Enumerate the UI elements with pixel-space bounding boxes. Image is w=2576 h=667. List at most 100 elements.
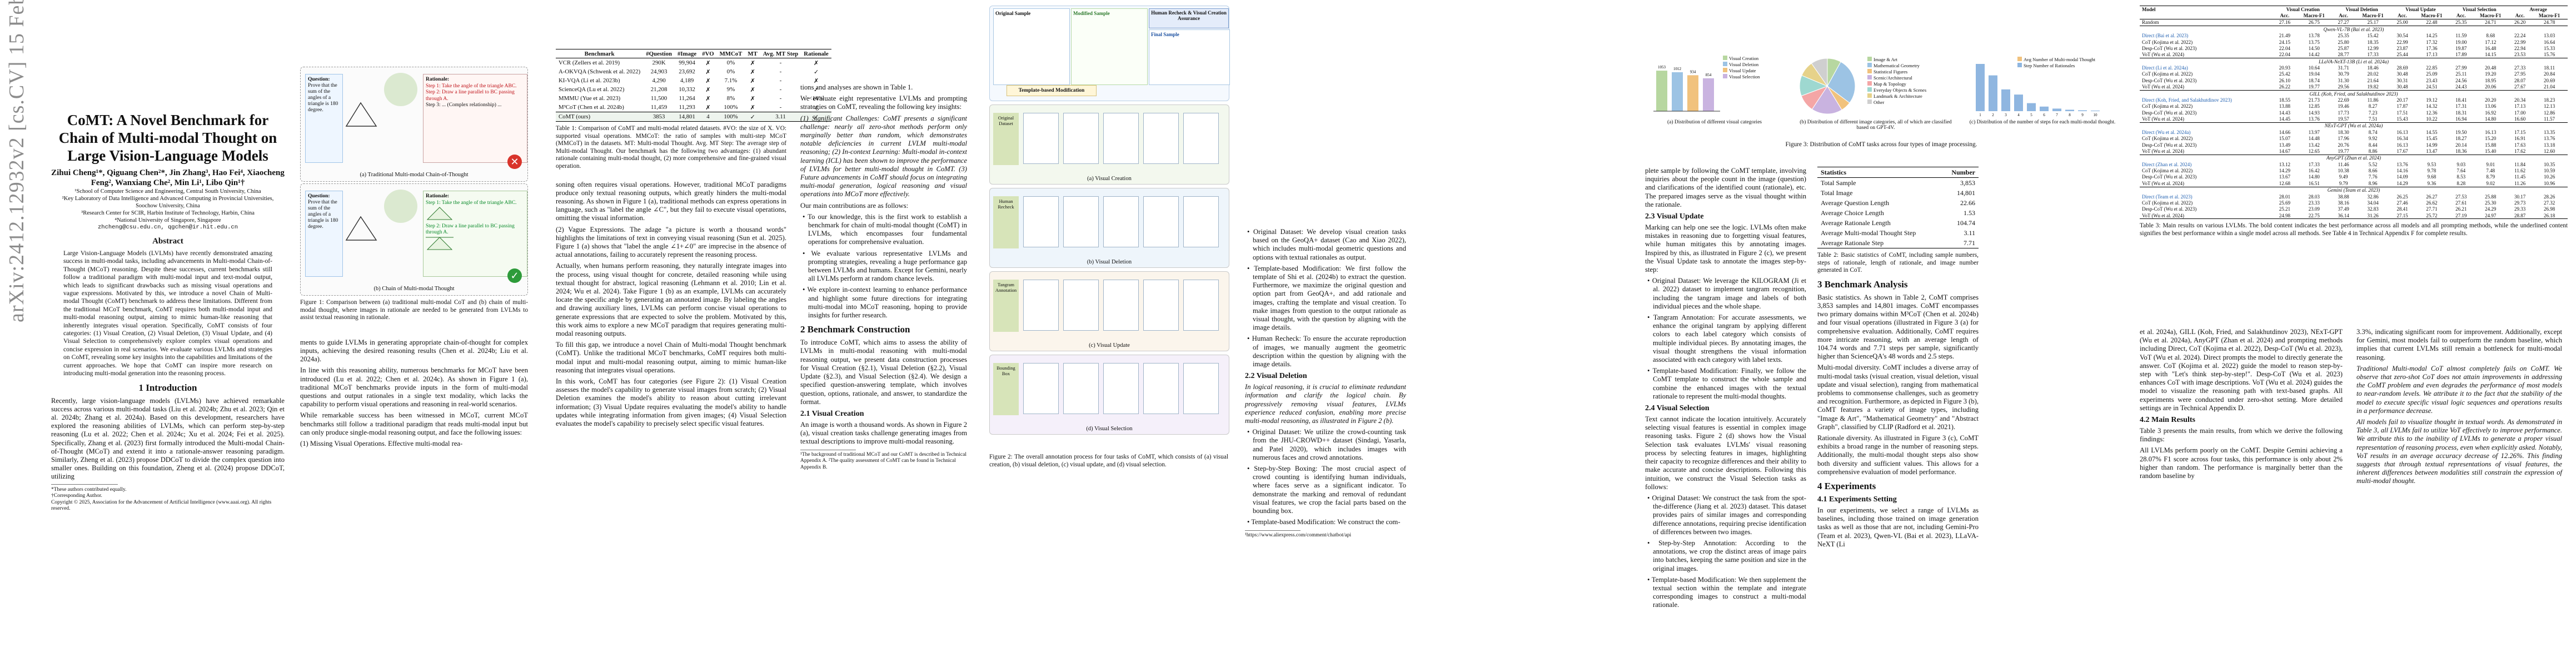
chart-tick-label: 4 [2017, 113, 2020, 117]
table-group-row: LLaVA-NeXT-13B (Li et al. 2024a) [2140, 58, 2568, 65]
table-cell: 11.46 [2338, 161, 2349, 167]
rationale-step-1: Step 1: Take the angle of the triangle A… [426, 83, 517, 89]
paper-title: CoMT: A Novel Benchmark for Chain of Mul… [58, 112, 277, 164]
page3-col-b: plete sample by following the CoMT templ… [1645, 167, 1806, 613]
figure-1: Question: Prove that the sum of the angl… [300, 67, 528, 451]
table-cell: 18.11 [2544, 65, 2555, 71]
table-cell: CoT (Kojima et al. 2022) [2142, 168, 2193, 174]
chart-tick-label: 1 [1979, 113, 1981, 117]
footnote-col4: ¹The background of traditional MCoT and … [800, 451, 966, 470]
chart-bar [1703, 78, 1714, 111]
table-cell: 13.12 [2279, 161, 2290, 167]
table-cell: ✓ [813, 68, 819, 76]
table-cell: 28.03 [2308, 193, 2320, 200]
page1-col2-para-3: While remarkable success has been witnes… [300, 411, 528, 436]
analysis-heading: 3 Benchmark Analysis [1817, 278, 1908, 290]
page4-top: Model Visual Creation Visual Deletion Vi… [2140, 6, 2568, 238]
table-cell: ✗ [750, 95, 755, 102]
table-cell: 19.77 [2308, 84, 2320, 90]
table-cell: 22.04 [2279, 45, 2290, 51]
table-group-label: LLaVA-NeXT-13B (Li et al. 2024a) [2140, 58, 2568, 65]
table-cell: 17.13 [2514, 103, 2526, 109]
table-cell: 23.09 [2308, 206, 2320, 212]
t3-group-header: Visual Creation [2286, 6, 2320, 12]
table-cell: ✗ [750, 86, 755, 93]
table-cell: 19.04 [2308, 71, 2320, 77]
table-cell: Desp-CoT (Wu et al. 2023) [2142, 109, 2197, 116]
page2-right-column: tions and analyses are shown in Table 1.… [800, 83, 967, 471]
table-cell: 11.84 [2514, 161, 2526, 167]
table-cell: 18.23 [2543, 97, 2555, 103]
table-cell: 14.55 [2426, 129, 2438, 135]
page4-right-para-2: Traditional Multi-modal CoT almost compl… [2356, 364, 2562, 415]
table-cell: 26.20 [2514, 19, 2526, 26]
pipeline-step-box [1143, 113, 1179, 164]
table-cell: KI-VQA (Li et al. 2023b) [559, 77, 620, 84]
table-cell: 21,208 [650, 86, 667, 93]
table-cell: 14.45 [2279, 116, 2290, 122]
t1-header: #Image [675, 49, 700, 58]
table-cell: 24.98 [2279, 212, 2290, 218]
table-cell: ✗ [705, 104, 711, 111]
table-cell: 24.29 [2485, 206, 2497, 212]
table-cell: 17.63 [2514, 142, 2526, 148]
table-cell: 17.00 [2514, 109, 2526, 116]
table-cell: 14.80 [2308, 174, 2320, 180]
table-cell: 14.50 [2308, 45, 2320, 51]
table-cell: 11.45 [2514, 174, 2526, 180]
table-cell: 28.07 [2514, 77, 2526, 83]
table-cell: 13.97 [2308, 129, 2320, 135]
table-cell: 30.79 [2338, 71, 2349, 77]
table-cell: 100% [724, 104, 738, 111]
table-cell: 31.26 [2367, 212, 2379, 218]
table-cell: 10.22 [2426, 116, 2438, 122]
rationale-b-step-1: Step 1: Take the angle of the triangle A… [426, 200, 517, 206]
rationale-box-b: Rationale: Step 1: Take the angle of the… [423, 191, 527, 277]
table-cell: 25.35 [2338, 33, 2349, 39]
table-cell: 0% [726, 59, 735, 66]
table-cell: 12.36 [2426, 109, 2438, 116]
vd-completion-text: plete sample by following the CoMT templ… [1645, 167, 1806, 208]
pipeline-step-box [1023, 280, 1059, 331]
table-cell: 26.98 [2543, 206, 2555, 212]
table-cell: Average Choice Length [1821, 208, 1884, 217]
table-cell: 26.25 [2396, 193, 2408, 200]
table-cell: Desp-CoT (Wu et al. 2023) [2142, 174, 2197, 180]
table-cell: 7.76 [2368, 174, 2378, 180]
table-group-row: NExT-GPT (Wu et al. 2024a) [2140, 122, 2568, 130]
table-cell: 23,692 [679, 68, 695, 75]
table-cell: 27.61 [2455, 200, 2467, 206]
page4-col-left: et al. 2024a), GILL (Koh, Fried, and Sal… [2140, 328, 2343, 483]
vs-original-dataset: • Original Dataset: We construct the tas… [1647, 494, 1806, 536]
chart-bar [1656, 71, 1667, 111]
table-cell: 20.17 [2396, 97, 2408, 103]
table-cell: Desp-CoT (Wu et al. 2023) [2142, 45, 2197, 51]
table-cell: 28.87 [2514, 212, 2526, 218]
table-cell: 18.74 [2308, 77, 2320, 83]
table-3-group-header: Model Visual Creation Visual Deletion Vi… [2140, 6, 2568, 13]
t1-header: #VO [699, 49, 717, 58]
table-cell: 17.13 [2426, 52, 2438, 58]
table-group-label: Gemini (Team et al. 2023) [2140, 186, 2568, 193]
table-cell: CoT (Kojima et al. 2022) [2142, 200, 2193, 206]
legend-entry: Visual Selection [1723, 74, 1760, 80]
table-cell: 30.48 [2396, 84, 2408, 90]
table-cell: - [779, 68, 782, 75]
table-cell: 17.31 [2455, 103, 2467, 109]
table-3-caption: Table 3: Main results on various LVLMs. … [2140, 222, 2568, 237]
table-cell: 29.33 [2514, 206, 2526, 212]
benchmark-text: To introduce CoMT, which aims to assess … [800, 339, 967, 406]
table-cell: 13.06 [2485, 103, 2497, 109]
table-cell: 8.28 [2457, 180, 2466, 186]
table-cell: 20.20 [2485, 97, 2497, 103]
